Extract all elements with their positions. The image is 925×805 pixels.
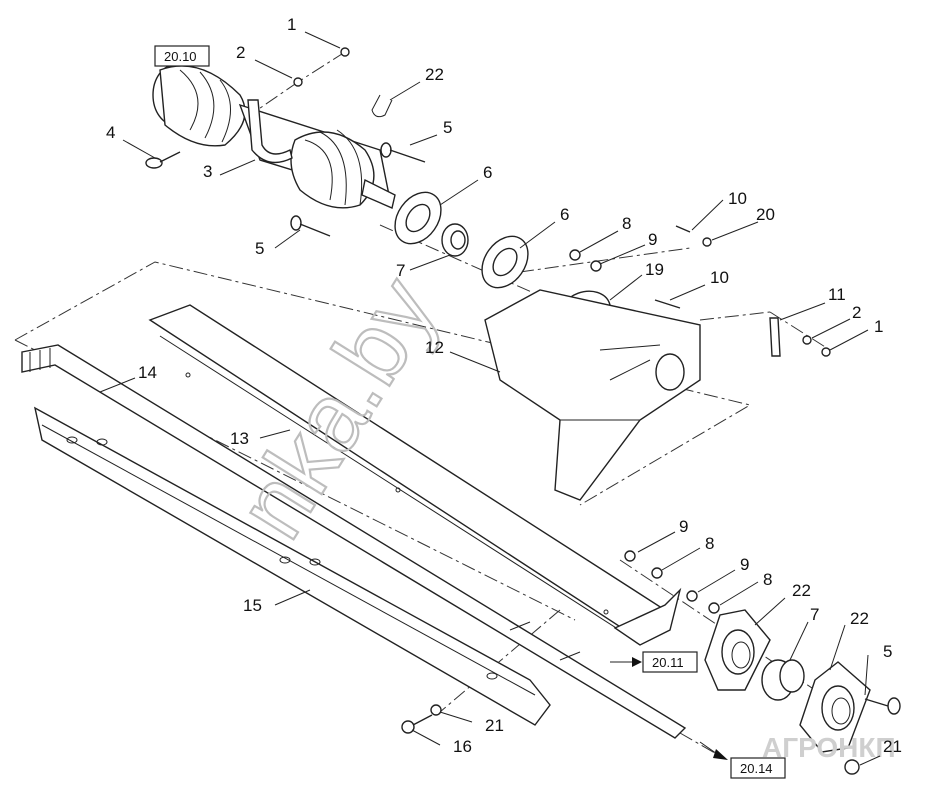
callout-1: 1 xyxy=(287,15,296,34)
callout-13: 13 xyxy=(230,429,249,448)
callout-10: 10 xyxy=(728,189,747,208)
callout-9: 9 xyxy=(679,517,688,536)
callout-8: 8 xyxy=(763,570,772,589)
callout-8: 8 xyxy=(705,534,714,553)
reference-box-2011: 20.11 xyxy=(642,651,698,673)
callout-16: 16 xyxy=(453,737,472,756)
spring-pin-22 xyxy=(371,94,393,118)
reference-label: 20.14 xyxy=(740,761,773,776)
callout-5: 5 xyxy=(883,642,892,661)
callout-8: 8 xyxy=(622,214,631,233)
bracket-clip xyxy=(247,99,293,164)
reference-label: 20.11 xyxy=(652,655,684,670)
callout-22: 22 xyxy=(850,609,869,628)
callout-22: 22 xyxy=(425,65,444,84)
callout-3: 3 xyxy=(203,162,212,181)
shaft-tube xyxy=(148,304,682,646)
bearing-flange-22b xyxy=(799,661,871,753)
callout-5: 5 xyxy=(443,118,452,137)
callout-4: 4 xyxy=(106,123,115,142)
nut-21-right xyxy=(844,759,860,775)
washers-right xyxy=(624,550,720,614)
flange-plates xyxy=(394,191,529,289)
callout-21: 21 xyxy=(485,716,504,735)
bearing-insert-7 xyxy=(761,659,805,701)
callout-21: 21 xyxy=(883,737,902,756)
leader-lines xyxy=(99,31,881,766)
callout-15: 15 xyxy=(243,596,262,615)
cv-joint-boot xyxy=(152,64,396,209)
callout-9: 9 xyxy=(740,555,749,574)
callout-7: 7 xyxy=(810,605,819,624)
reference-box-2010: 20.10 xyxy=(154,45,210,67)
callout-labels: 1 2 22 4 5 3 6 6 10 20 8 9 5 7 19 10 11 … xyxy=(106,15,902,756)
watermark: nka.by xyxy=(217,260,458,557)
callout-11: 11 xyxy=(828,285,846,304)
small-hardware xyxy=(293,47,831,357)
callout-6: 6 xyxy=(483,163,492,182)
callout-5: 5 xyxy=(255,239,264,258)
bolt-5-mid xyxy=(290,215,331,237)
callout-22: 22 xyxy=(792,581,811,600)
callout-9: 9 xyxy=(648,230,657,249)
callout-2: 2 xyxy=(236,43,245,62)
callout-1: 1 xyxy=(874,317,883,336)
callout-14: 14 xyxy=(138,363,157,382)
callout-12: 12 xyxy=(425,338,444,357)
gearbox-housing xyxy=(484,289,701,501)
bolt-16 xyxy=(401,704,442,734)
bearing-flange-22a xyxy=(704,609,771,691)
callout-2: 2 xyxy=(852,303,861,322)
callout-6: 6 xyxy=(560,205,569,224)
shaft-cover xyxy=(33,406,551,726)
callout-10: 10 xyxy=(710,268,729,287)
bolt-5-right xyxy=(864,697,901,715)
bolt-4 xyxy=(145,151,181,169)
callout-7: 7 xyxy=(396,261,405,280)
reference-box-2014: 20.14 xyxy=(730,757,786,779)
bolt-5-top xyxy=(380,142,426,163)
callout-19: 19 xyxy=(645,260,664,279)
reference-label: 20.10 xyxy=(164,49,197,64)
callout-20: 20 xyxy=(756,205,775,224)
drive-shaft xyxy=(21,344,687,739)
